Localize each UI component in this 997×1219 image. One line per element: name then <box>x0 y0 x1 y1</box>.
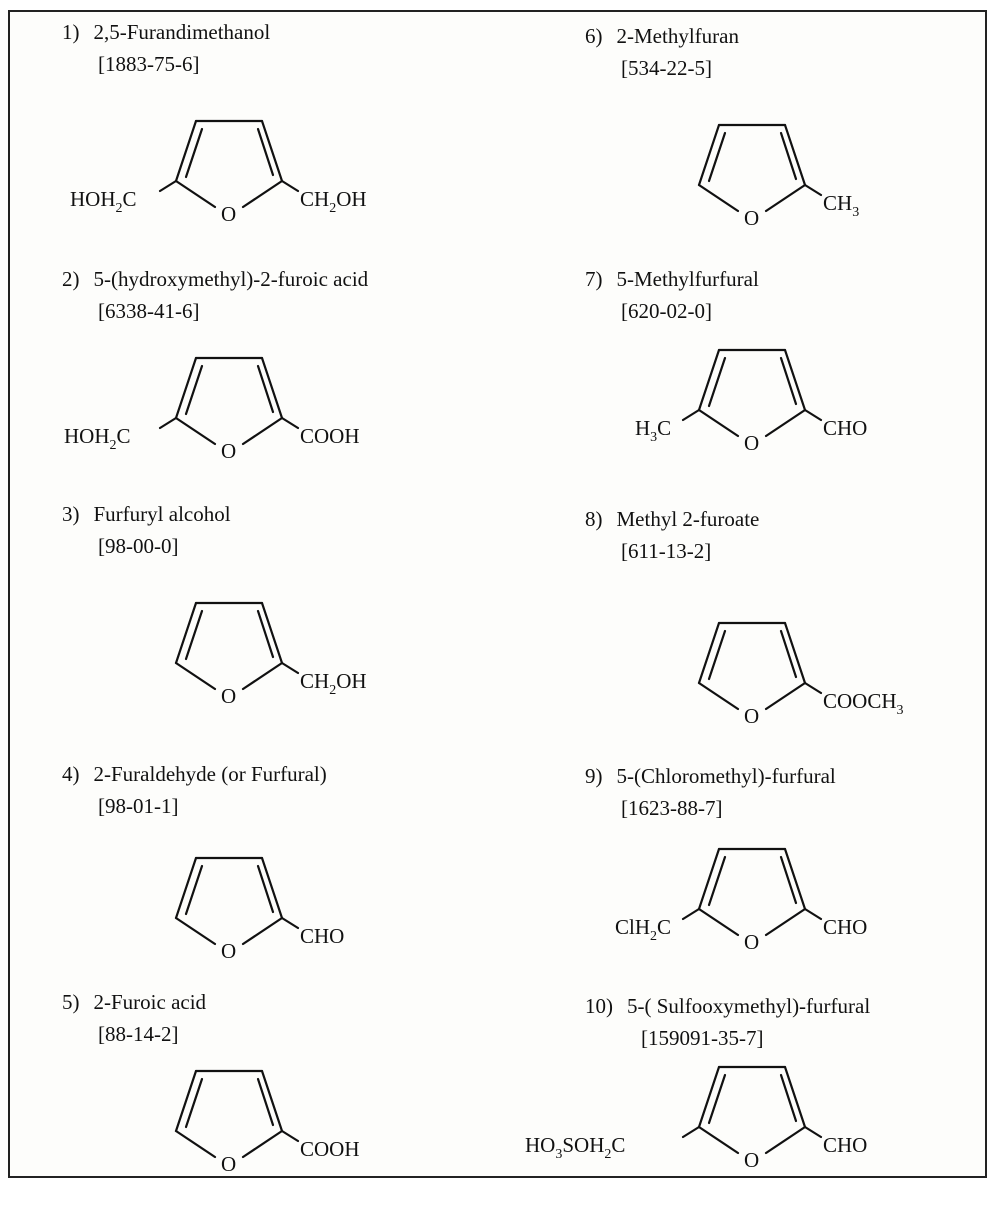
compound-4-name: 2-Furaldehyde (or Furfural) <box>93 762 327 786</box>
compound-5: 5) 2-Furoic acid [88-14-2] O COOH <box>62 990 532 1215</box>
right-substituent: COOH <box>300 1137 360 1161</box>
right-substituent: CH2OH <box>300 187 367 216</box>
compound-2-name: 5-(hydroxymethyl)-2-furoic acid <box>93 267 369 291</box>
compound-6-title: 6) 2-Methylfuran <box>585 24 739 49</box>
compound-7-title: 7) 5-Methylfurfural <box>585 267 759 292</box>
compound-6-cas: [534-22-5] <box>621 56 712 80</box>
compound-4-number: 4) <box>62 762 80 786</box>
right-substituent: CHO <box>823 1133 867 1157</box>
compound-6: 6) 2-Methylfuran [534-22-5] O CH3 <box>585 24 997 249</box>
compound-6-name: 2-Methylfuran <box>616 24 739 48</box>
compound-2-title: 2) 5-(hydroxymethyl)-2-furoic acid <box>62 267 368 292</box>
compound-2-structure: O HOH2C COOH <box>64 356 360 463</box>
compound-10-cas: [159091-35-7] <box>641 1026 764 1050</box>
compound-4: 4)2-Furaldehyde (or Furfural) [98-01-1] … <box>62 762 532 987</box>
right-substituent: COOCH3 <box>823 689 904 718</box>
compound-7-cas: [620-02-0] <box>621 299 712 323</box>
ring-oxygen: O <box>744 206 759 230</box>
compound-3-cas: [98-00-0] <box>98 534 179 558</box>
compound-1-name: 2,5-Furandimethanol <box>93 20 271 44</box>
right-substituent: CH3 <box>823 191 859 220</box>
compound-3-number: 3) <box>62 502 80 526</box>
compound-10-title: 10) 5-( Sulfooxymethyl)-furfural <box>585 994 870 1019</box>
compound-4-cas: [98-01-1] <box>98 794 179 818</box>
compound-8-structure: O COOCH3 <box>697 621 904 728</box>
compound-10-structure: O HO3SOH2C CHO <box>525 1065 867 1172</box>
compound-5-number: 5) <box>62 990 80 1014</box>
compound-10-number: 10) <box>585 994 613 1018</box>
ring-oxygen: O <box>744 1148 759 1172</box>
compound-3-structure: O CH2OH <box>174 601 367 708</box>
left-substituent: H3C <box>635 416 671 445</box>
compound-8-name: Methyl 2-furoate <box>616 507 760 531</box>
compound-3-name: Furfuryl alcohol <box>93 502 231 526</box>
compound-1-number: 1) <box>62 20 80 44</box>
compound-6-structure: O CH3 <box>697 123 859 230</box>
ring-oxygen: O <box>744 704 759 728</box>
right-substituent: CHO <box>823 915 867 939</box>
compound-3: 3) Furfuryl alcohol [98-00-0] O CH2OH <box>62 502 532 727</box>
right-substituent: CH2OH <box>300 669 367 698</box>
compound-9-title: 9) 5-(Chloromethyl)-furfural <box>585 764 836 789</box>
compound-2-cas: [6338-41-6] <box>98 299 200 323</box>
right-substituent: CHO <box>823 416 867 440</box>
compound-1-cas: [1883-75-6] <box>98 52 200 76</box>
compound-7: 7) 5-Methylfurfural [620-02-0] O H3C CHO <box>585 267 997 492</box>
compound-10: 10) 5-( Sulfooxymethyl)-furfural [159091-… <box>525 994 997 1219</box>
compound-5-title: 5) 2-Furoic acid <box>62 990 206 1015</box>
compound-2-number: 2) <box>62 267 80 291</box>
compound-4-structure: O CHO <box>174 856 344 963</box>
compound-1-structure: O HOH2C CH2OH <box>70 119 367 226</box>
compound-4-title: 4) 2-Furaldehyde (or Furfural) <box>62 762 327 787</box>
compound-9: 9)5-(Chloromethyl)-furfural [1623-88-7] … <box>585 764 997 989</box>
compound-7-structure: O H3C CHO <box>635 348 867 455</box>
ring-oxygen: O <box>221 439 236 463</box>
compound-10-name: 5-( Sulfooxymethyl)-furfural <box>627 994 871 1018</box>
compound-7-number: 7) <box>585 267 603 291</box>
ring-oxygen: O <box>744 431 759 455</box>
left-substituent: HOH2C <box>64 424 131 453</box>
left-substituent: HOH2C <box>70 187 137 216</box>
compound-5-name: 2-Furoic acid <box>93 990 207 1014</box>
compound-figure: 1) 2,5-Furandimethanol [1883-75-6] O HOH2… <box>8 10 987 1178</box>
right-substituent: CHO <box>300 924 344 948</box>
ring-oxygen: O <box>744 930 759 954</box>
compound-8-cas: [611-13-2] <box>621 539 712 563</box>
compound-3-title: 3) Furfuryl alcohol <box>62 502 231 527</box>
compound-1: 1) 2,5-Furandimethanol [1883-75-6] O HOH2… <box>62 20 532 245</box>
compound-8-title: 8) Methyl 2-furoate <box>585 507 759 532</box>
left-substituent: ClH2C <box>615 915 671 944</box>
ring-oxygen: O <box>221 202 236 226</box>
compound-1-title: 1) 2,5-Furandimethanol <box>62 20 270 45</box>
compound-6-number: 6) <box>585 24 603 48</box>
ring-oxygen: O <box>221 939 236 963</box>
compound-8-number: 8) <box>585 507 603 531</box>
right-substituent: COOH <box>300 424 360 448</box>
compound-9-number: 9) <box>585 764 603 788</box>
compound-9-cas: [1623-88-7] <box>621 796 723 820</box>
compound-8: 8) Methyl 2-furoate [611-13-2] O COOCH3 <box>585 507 997 732</box>
ring-oxygen: O <box>221 684 236 708</box>
compound-9-structure: O ClH2C CHO <box>615 847 867 954</box>
compound-2: 2) 5-(hydroxymethyl)-2-furoic acid [6338-… <box>62 267 532 492</box>
compound-5-structure: O COOH <box>174 1069 360 1176</box>
left-substituent: HO3SOH2C <box>525 1133 625 1162</box>
compound-5-cas: [88-14-2] <box>98 1022 179 1046</box>
ring-oxygen: O <box>221 1152 236 1176</box>
compound-7-name: 5-Methylfurfural <box>616 267 759 291</box>
compound-9-name: 5-(Chloromethyl)-furfural <box>616 764 836 788</box>
